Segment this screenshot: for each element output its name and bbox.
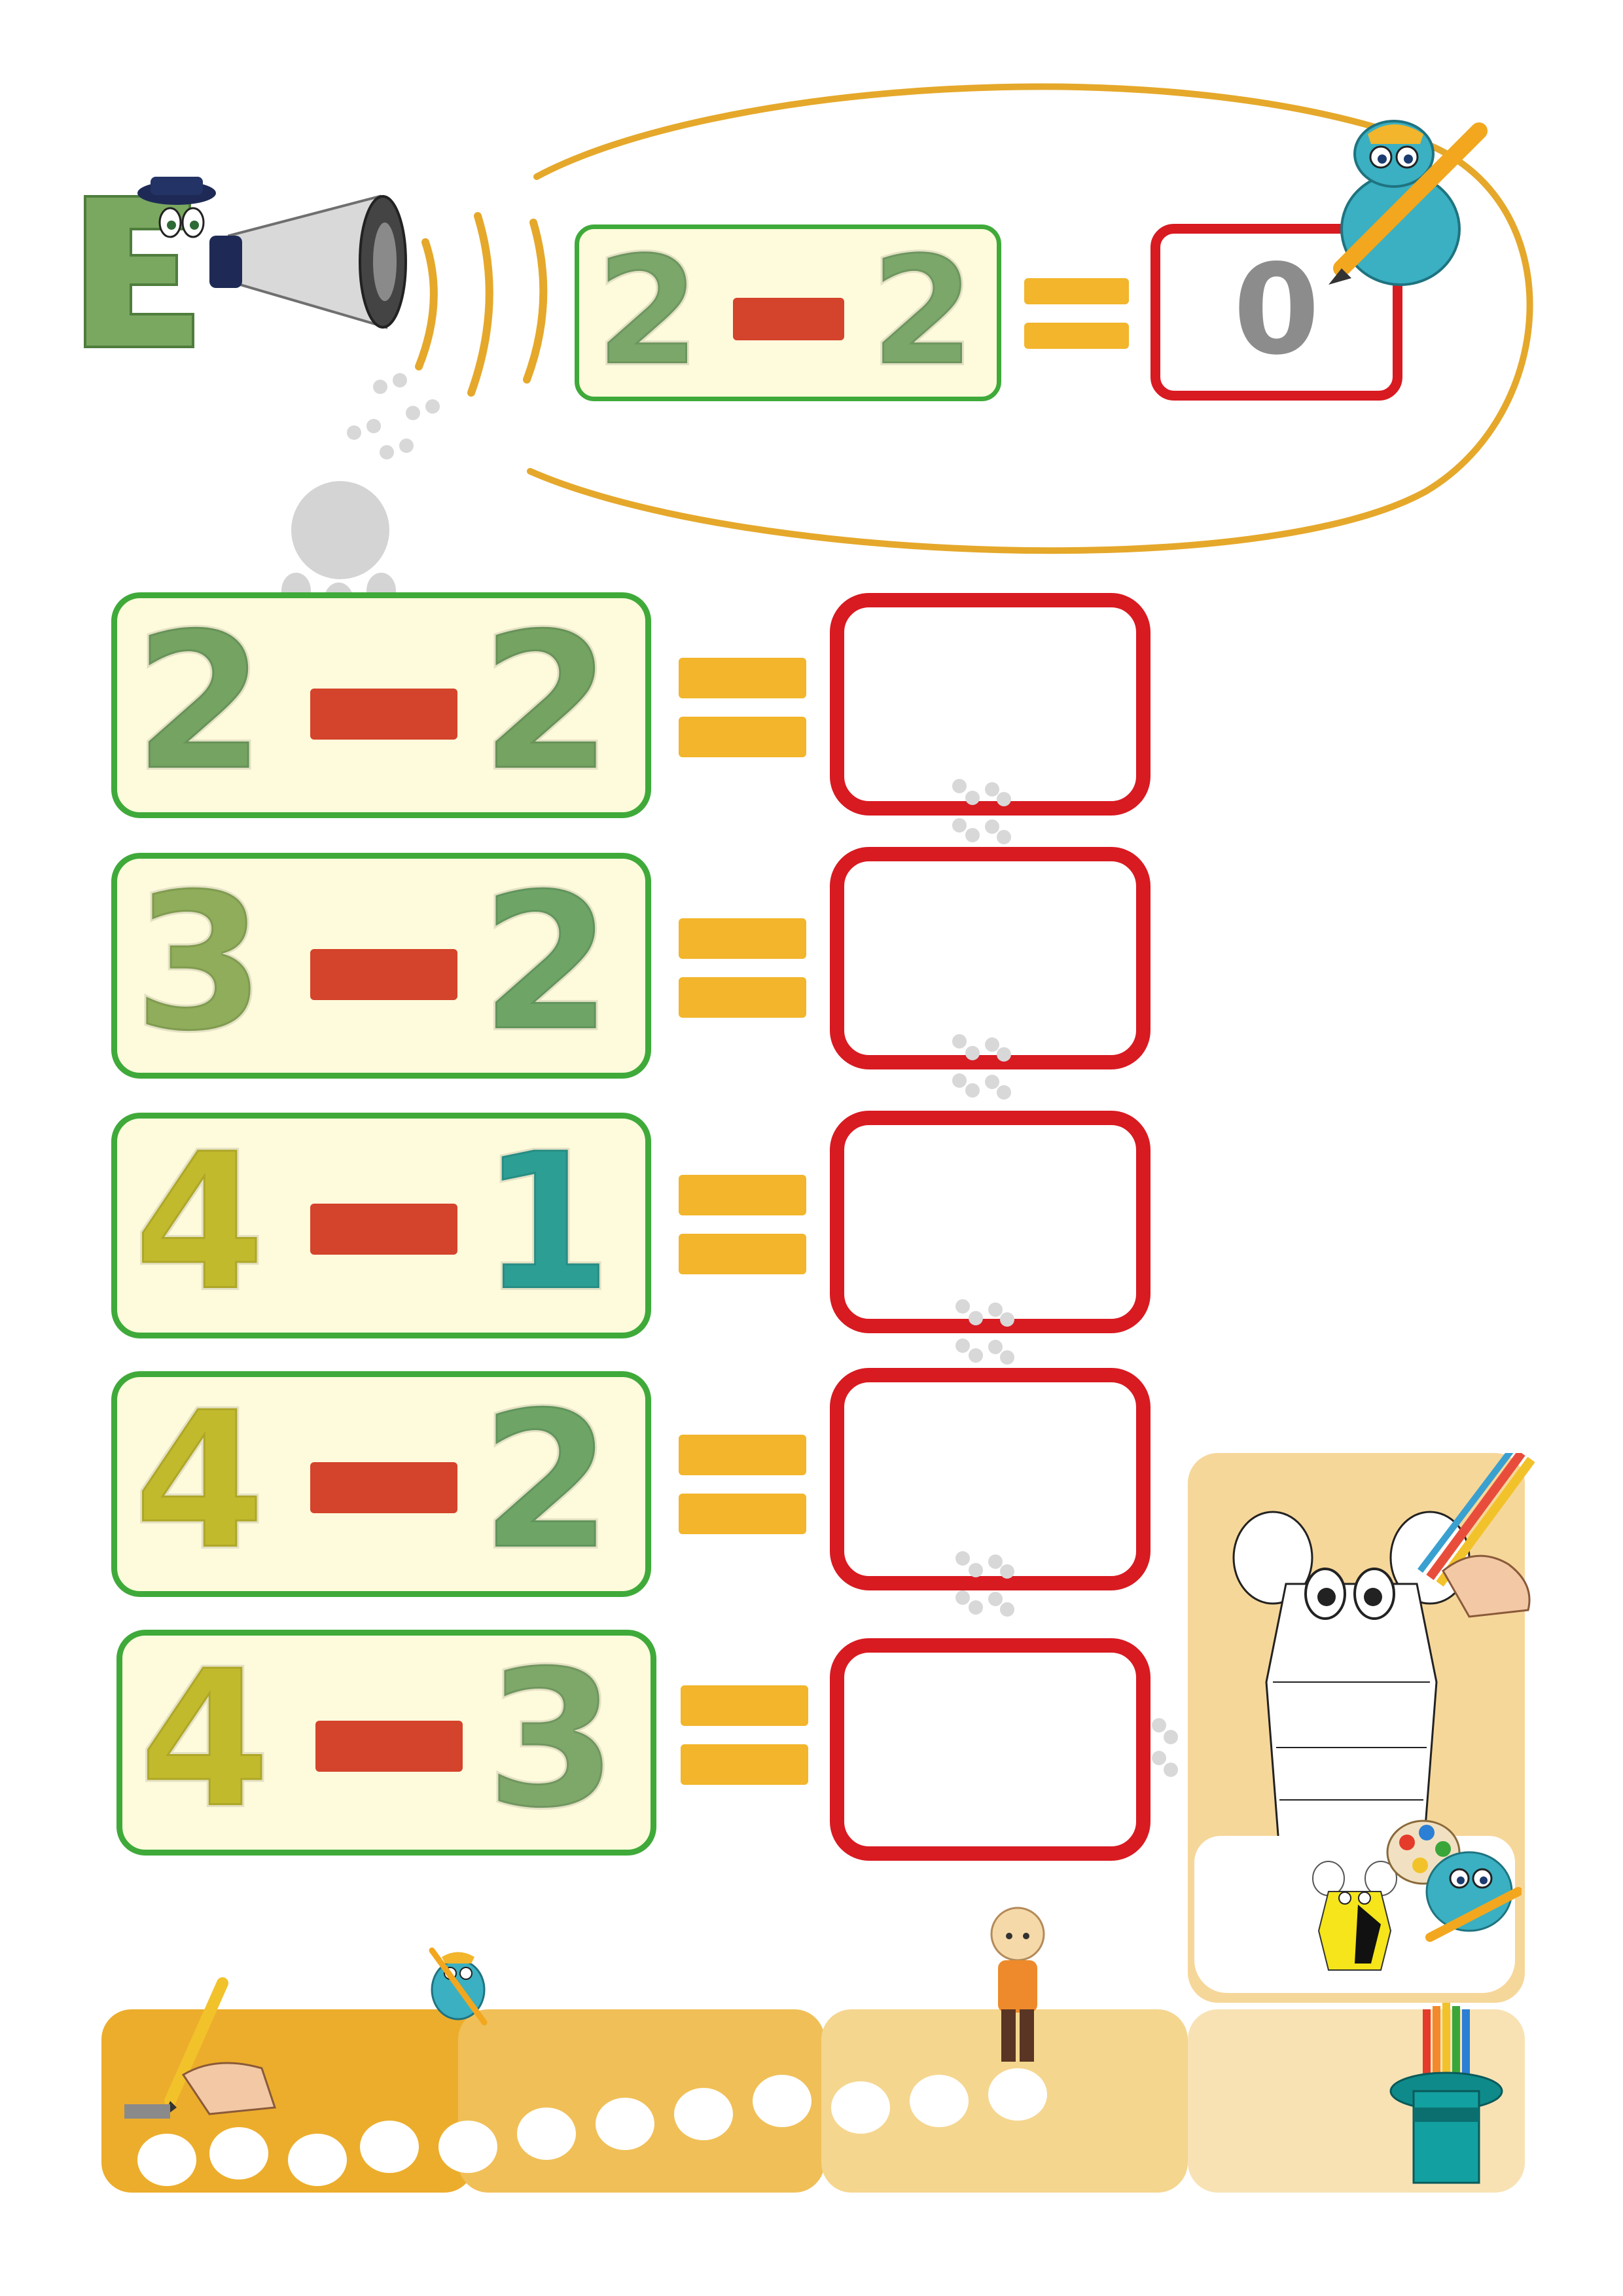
equals-sign-bottom — [679, 717, 806, 757]
equals-sign-top — [1024, 278, 1129, 304]
exercise-1-right-digit: 2 — [478, 592, 615, 813]
equals-sign-bottom — [679, 1234, 806, 1274]
blue-monster-pencil-icon — [1315, 118, 1492, 295]
example-oval — [527, 83, 1533, 554]
example-right-digit: 2 — [868, 224, 977, 399]
equals-sign-bottom — [679, 1494, 806, 1534]
equals-sign-bottom — [679, 977, 806, 1018]
minus-sign — [310, 949, 457, 1000]
equals-sign-top — [681, 1685, 808, 1726]
exercise-4-right-digit: 2 — [478, 1371, 615, 1592]
equals-sign-top — [679, 658, 806, 698]
minus-sign — [310, 1204, 457, 1255]
minus-sign — [315, 1721, 463, 1772]
magic-hat-rainbow-icon — [1389, 2003, 1503, 2184]
exercise-2-right-digit: 2 — [478, 853, 615, 1073]
equals-sign-bottom — [681, 1744, 808, 1785]
exercise-4-left-digit: 4 — [132, 1371, 268, 1592]
exercise-1-left-digit: 2 — [132, 592, 268, 813]
equals-sign-top — [679, 1435, 806, 1475]
equals-sign-bottom — [1024, 323, 1129, 349]
paw-trail — [952, 1034, 1031, 1113]
paw-trail — [952, 779, 1031, 857]
sound-waves — [415, 212, 548, 397]
paw-trail — [334, 367, 452, 465]
hand-with-pencil-icon — [124, 1977, 277, 2119]
blue-monster-pencil-icon — [429, 1947, 488, 2026]
equals-sign-top — [679, 918, 806, 959]
minus-sign — [310, 1462, 457, 1513]
exercise-3-expression-box: 4 1 — [111, 1113, 651, 1338]
colored-bee-preview-icon — [1312, 1861, 1397, 1971]
exercise-5-answer-box[interactable] — [830, 1638, 1150, 1861]
exercise-4-answer-box[interactable] — [830, 1368, 1150, 1590]
exercise-3-left-digit: 4 — [132, 1113, 268, 1333]
example-left-digit: 2 — [594, 224, 702, 399]
letter-e-monster-megaphone-icon — [79, 151, 419, 373]
paw-trail — [955, 1299, 1034, 1378]
coloring-panel — [1188, 1453, 1535, 2003]
minus-sign — [310, 689, 457, 740]
exercise-5-left-digit: 4 — [137, 1630, 273, 1850]
hand-with-pencil-icon — [1418, 1453, 1535, 1618]
exercise-4-expression-box: 4 2 — [111, 1371, 651, 1597]
exercise-3-right-digit: 1 — [478, 1113, 615, 1333]
equals-sign-top — [679, 1175, 806, 1215]
exercise-2-expression-box: 3 2 — [111, 853, 651, 1079]
exercise-2-left-digit: 3 — [132, 853, 268, 1073]
exercise-1-answer-box[interactable] — [830, 593, 1150, 816]
footprint-trail — [111, 2036, 1060, 2193]
exercise-5-expression-box: 4 3 — [116, 1630, 656, 1856]
example-expression-box: 2 2 — [575, 224, 1001, 401]
exercise-2-answer-box[interactable] — [830, 847, 1150, 1069]
paw-trail — [955, 1551, 1034, 1630]
exercise-1-expression-box: 2 2 — [111, 592, 651, 818]
palette-monster-icon — [1386, 1820, 1522, 1942]
child-character-icon — [990, 1907, 1045, 2062]
exercise-5-right-digit: 3 — [484, 1630, 620, 1850]
exercise-3-answer-box[interactable] — [830, 1111, 1150, 1333]
minus-sign — [733, 298, 844, 340]
example-answer-value: 0 — [1233, 238, 1320, 382]
